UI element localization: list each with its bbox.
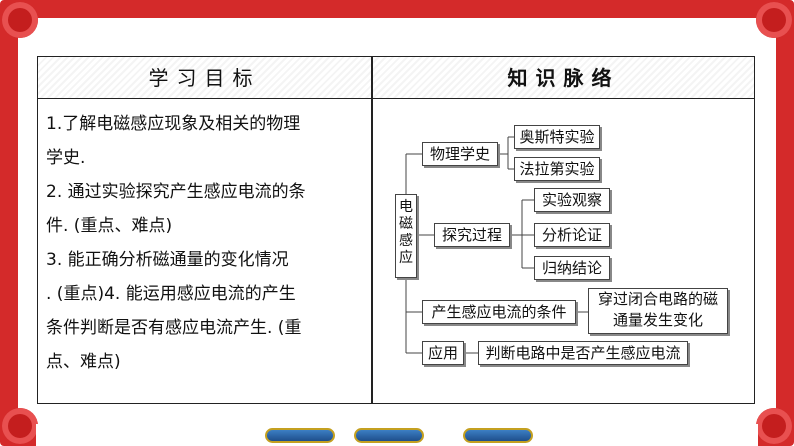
node-application: 应用 — [422, 341, 464, 365]
diagram-root: 电磁感应 — [395, 194, 417, 278]
node-process: 探究过程 — [434, 223, 510, 247]
corner-ornament-icon — [756, 408, 792, 444]
goal-line: 学史. — [46, 148, 86, 168]
condition-detail-line: 通量发生变化 — [612, 311, 703, 329]
goal-line: 条件判断是否有感应电流产生. (重 — [46, 318, 302, 338]
node-conclude: 归纳结论 — [534, 256, 610, 280]
node-condition: 产生感应电流的条件 — [422, 300, 576, 324]
node-analyze: 分析论证 — [534, 223, 610, 247]
knowledge-heading: 知识脉络 — [507, 66, 620, 90]
goal-line: . (重点)4. 能运用感应电流的产生 — [46, 284, 296, 304]
goal-line: 2. 通过实验探究产生感应电流的条 — [46, 182, 306, 202]
corner-ornament-icon — [2, 408, 38, 444]
content-table: 学习目标 知识脉络 1.了解电磁感应现象及相关的物理 学史. 2. 通过实验探究… — [37, 56, 755, 404]
node-oersted: 奥斯特实验 — [514, 125, 600, 149]
nav-home-button[interactable] — [354, 428, 424, 443]
nav-next-button[interactable] — [463, 428, 533, 443]
node-faraday: 法拉第实验 — [514, 157, 600, 181]
node-application-detail: 判断电路中是否产生感应电流 — [478, 341, 688, 365]
node-history: 物理学史 — [422, 142, 498, 166]
node-observe: 实验观察 — [534, 188, 610, 212]
column-divider — [371, 57, 373, 403]
goal-line: 件. (重点、难点) — [46, 216, 173, 236]
goal-line: 1.了解电磁感应现象及相关的物理 — [46, 114, 301, 134]
corner-ornament-icon — [2, 2, 38, 38]
goal-line: 3. 能正确分析磁通量的变化情况 — [46, 250, 289, 270]
table-header: 学习目标 知识脉络 — [38, 57, 754, 99]
goal-line: 点、难点) — [46, 352, 121, 372]
root-label: 电磁感应 — [399, 199, 413, 266]
goals-heading: 学习目标 — [148, 66, 261, 90]
corner-ornament-icon — [756, 2, 792, 38]
node-condition-detail: 穿过闭合电路的磁 通量发生变化 — [588, 288, 728, 334]
learning-goals: 1.了解电磁感应现象及相关的物理 学史. 2. 通过实验探究产生感应电流的条 件… — [46, 107, 364, 379]
condition-detail-line: 穿过闭合电路的磁 — [597, 290, 718, 308]
nav-prev-button[interactable] — [265, 428, 335, 443]
